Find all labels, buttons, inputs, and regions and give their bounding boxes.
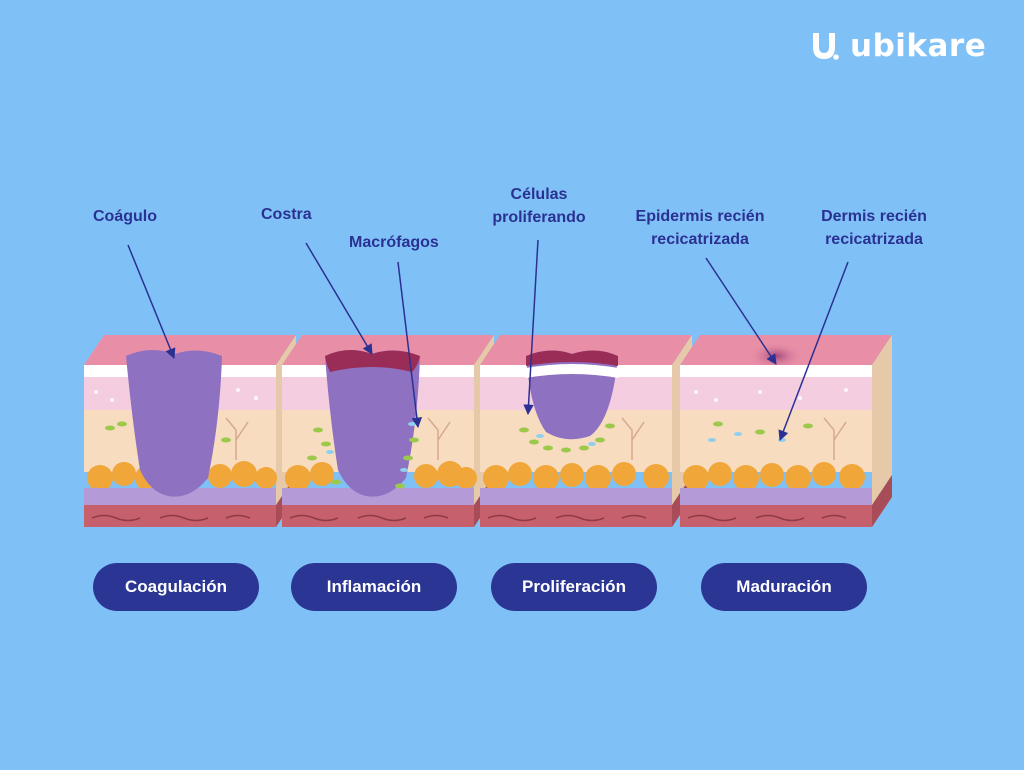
arrow-celulas — [523, 239, 539, 416]
stage-pill-proliferacion: Proliferación — [491, 563, 657, 611]
arrow-costra — [305, 242, 373, 355]
brand-logo: ubikare — [808, 26, 986, 66]
arrow-macrofagos — [397, 261, 423, 429]
label-epidermis: Epidermis recién recicatrizada — [624, 205, 776, 251]
arrow-coagulo — [127, 244, 176, 359]
ubikare-u-logo-icon — [813, 33, 839, 60]
label-epidermis-line1: Epidermis recién — [635, 208, 765, 225]
arrow-dermis — [778, 261, 849, 441]
label-coagulo: Coágulo — [93, 208, 157, 225]
label-costra: Costra — [261, 206, 312, 223]
label-dermis: Dermis recién recicatrizada — [806, 205, 942, 251]
skin-block-inflammation — [282, 335, 494, 527]
stage-pill-coagulacion: Coagulación — [93, 563, 259, 611]
arrow-epidermis — [705, 257, 777, 365]
skin-block-maturation — [680, 335, 892, 527]
label-celulas-line2: proliferando — [492, 209, 586, 226]
skin-block-proliferation — [480, 335, 692, 527]
label-celulas-line1: Células — [510, 186, 568, 203]
brand-name: ubikare — [850, 28, 987, 64]
label-dermis-line1: Dermis recién — [821, 208, 927, 225]
stage-pill-inflamacion: Inflamación — [291, 563, 457, 611]
label-celulas-proliferando: Células proliferando — [480, 183, 598, 229]
label-epidermis-line2: recicatrizada — [651, 231, 749, 248]
label-macrofagos: Macrófagos — [349, 234, 439, 251]
stage-pill-maduracion: Maduración — [701, 563, 867, 611]
label-dermis-line2: recicatrizada — [825, 231, 923, 248]
skin-block-coagulation — [84, 335, 296, 527]
